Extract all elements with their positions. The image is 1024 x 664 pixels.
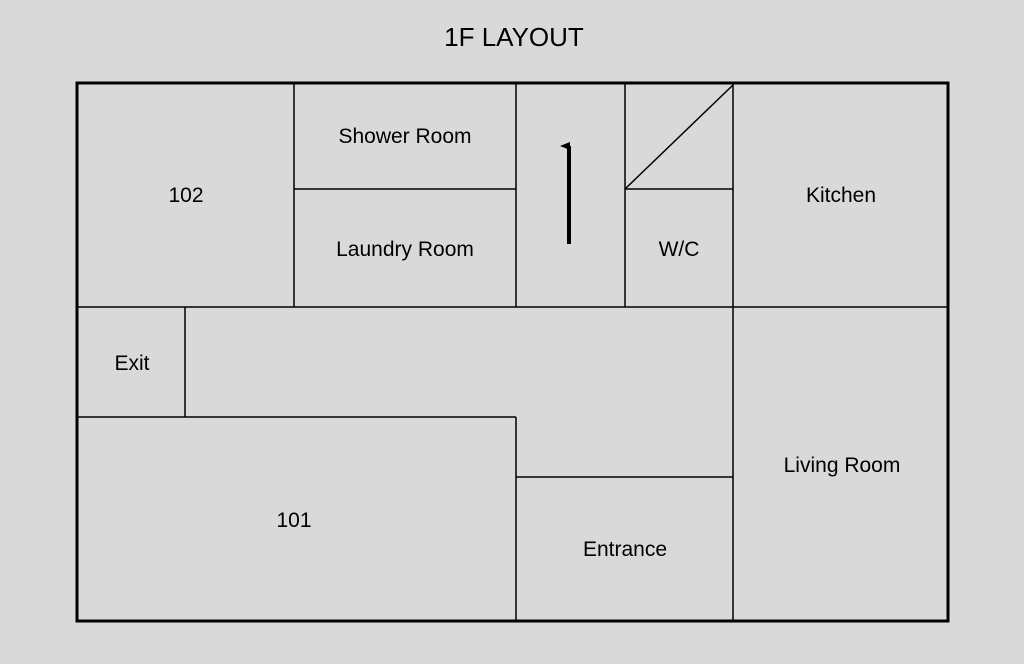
stairs-icon (624, 84, 734, 190)
page-title: 1F LAYOUT (444, 22, 584, 52)
room-label-102: 102 (168, 184, 203, 207)
room-label-entrance: Entrance (583, 538, 667, 561)
outer-wall (75, 81, 950, 623)
interior-walls (77, 83, 948, 621)
room-label-kitchen: Kitchen (806, 184, 876, 207)
room-label-shower-room: Shower Room (338, 125, 471, 148)
room-label-living-room: Living Room (784, 454, 901, 477)
room-label-exit: Exit (114, 352, 149, 375)
room-label-laundry-room: Laundry Room (336, 238, 474, 261)
room-label-wc: W/C (659, 238, 700, 261)
room-label-101: 101 (276, 509, 311, 532)
